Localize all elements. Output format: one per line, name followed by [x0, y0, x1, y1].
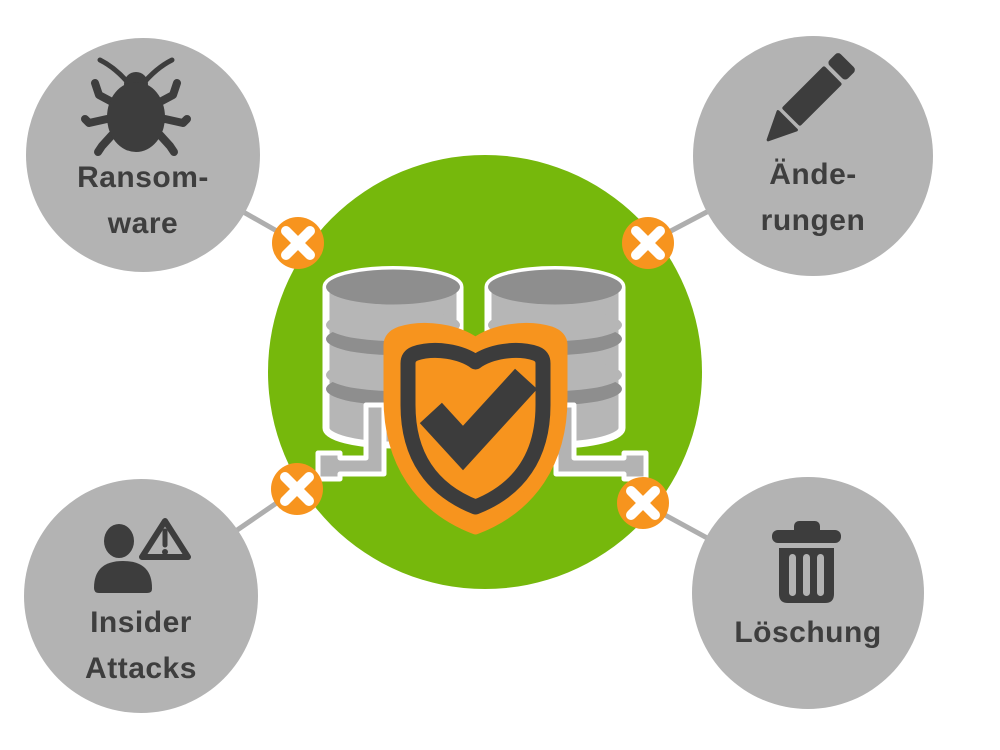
blocked-x-icon	[271, 463, 323, 515]
trash-icon	[772, 521, 841, 603]
label-loeschung: Löschung	[688, 610, 928, 656]
label-line: Insider	[90, 606, 192, 639]
label-line: Attacks	[85, 652, 197, 685]
label-line: Löschung	[734, 616, 882, 649]
blocked-x-icon	[622, 217, 674, 269]
label-ransomware: Ransom- ware	[23, 155, 263, 247]
user-warning-icon	[94, 518, 191, 593]
label-line: rungen	[760, 204, 866, 237]
pencil-icon	[766, 53, 855, 142]
node-circle-insider-attacks	[24, 479, 258, 713]
node-circle-ransomware	[26, 38, 260, 272]
shield-check-icon	[383, 322, 568, 535]
label-line: Ransom-	[77, 161, 209, 194]
label-line: Ände-	[769, 158, 857, 191]
network-cable-icon	[315, 402, 649, 482]
bug-icon	[81, 57, 191, 156]
label-aenderungen: Ände- rungen	[693, 152, 933, 244]
label-insider-attacks: Insider Attacks	[21, 600, 261, 692]
label-line: ware	[107, 207, 179, 240]
blocked-x-icon	[272, 217, 324, 269]
node-circle-aenderungen	[693, 36, 933, 276]
blocked-x-icon	[617, 477, 669, 529]
blocked-x-badges	[271, 217, 674, 529]
